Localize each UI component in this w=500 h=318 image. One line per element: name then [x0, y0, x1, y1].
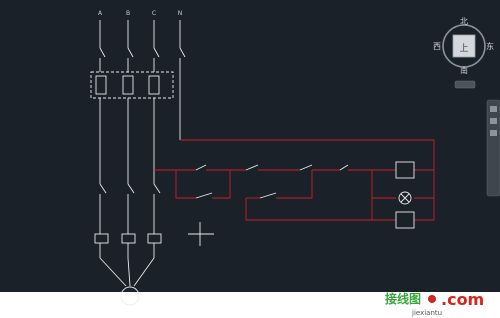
view-cube[interactable]: 上 北 南 东 西	[433, 17, 494, 89]
navigation-bar[interactable]	[486, 99, 500, 197]
watermark: 接线图 .com jiexiantu	[385, 290, 484, 317]
compass-east[interactable]: 东	[486, 41, 494, 51]
contactor-coil-symbol	[395, 161, 415, 179]
control-circuit	[154, 139, 435, 221]
compass-west[interactable]: 西	[433, 42, 441, 51]
view-cube-top-face[interactable]	[452, 34, 476, 58]
watermark-site: jiexiantu	[411, 309, 442, 317]
control-contacts	[195, 161, 415, 229]
time-relay-coil-symbol	[395, 211, 415, 229]
phase-label-b: B	[126, 10, 130, 17]
view-cube-top-label: 上	[459, 43, 468, 54]
watermark-dotcom: .com	[441, 290, 484, 309]
watermark-brand: 接线图	[385, 291, 421, 306]
phase-label-a: A	[98, 10, 103, 17]
compass-ring[interactable]	[442, 24, 486, 68]
phase-labels: A B C N	[98, 10, 182, 17]
zoom-icon[interactable]	[490, 118, 497, 124]
model-space[interactable]	[0, 0, 500, 292]
phase-label-c: C	[152, 10, 156, 17]
indicator-lamp-symbol	[398, 191, 412, 205]
phase-label-n: N	[178, 10, 183, 17]
watermark-dot-icon	[428, 295, 436, 303]
compass-south[interactable]: 南	[460, 65, 468, 75]
power-circuit	[90, 20, 214, 306]
compass-north[interactable]: 北	[460, 17, 468, 26]
orbit-icon[interactable]	[490, 130, 497, 136]
watermark-band	[0, 292, 500, 318]
pan-icon[interactable]	[490, 106, 497, 112]
wcs-menu-button[interactable]	[454, 80, 476, 89]
